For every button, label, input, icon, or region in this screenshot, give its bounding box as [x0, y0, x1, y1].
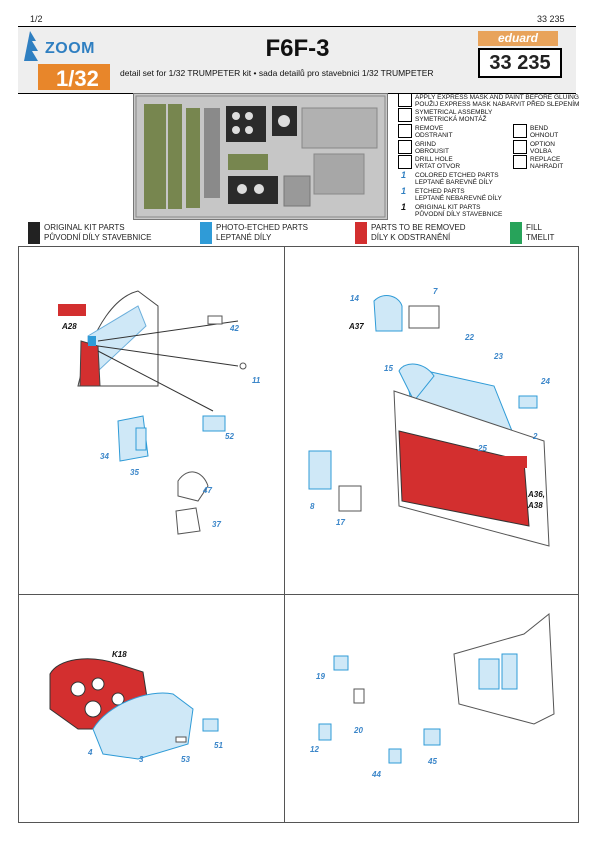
part-8: 8 — [310, 502, 315, 511]
part-23: 23 — [494, 352, 503, 361]
page-title: F6F-3 — [265, 35, 330, 62]
part-17: 17 — [336, 518, 345, 527]
kit-part-icon: 1 — [401, 202, 407, 212]
fill-swatch — [510, 222, 522, 244]
bar-kit-parts: ORIGINAL KIT PARTS PŮVODNÍ DÍLY STAVEBNI… — [28, 222, 188, 244]
zoom-word: ZOOM — [45, 40, 95, 57]
option-icon — [513, 140, 527, 154]
panel-3-drawing — [49, 658, 219, 760]
panel-1-drawing — [58, 290, 247, 535]
bar-fill: FILL TMELIT — [510, 222, 570, 244]
part-52: 52 — [225, 432, 234, 441]
part-24: 24 — [541, 377, 550, 386]
part-20: 20 — [354, 726, 363, 735]
set-code: 33 235 — [478, 48, 562, 78]
part-k18: K18 — [112, 650, 127, 659]
legend-original: ORIGINAL KIT PARTS PŮVODNÍ DÍLY STAVEBNI… — [415, 204, 503, 218]
bar-fill-label: FILL TMELIT — [526, 223, 555, 242]
kit-swatch — [28, 222, 40, 244]
panel-4-drawing — [318, 612, 555, 764]
legend-bend: BEND OHNOUT — [530, 125, 559, 139]
panel-3 — [18, 594, 284, 823]
pe-swatch — [200, 222, 212, 244]
part-51: 51 — [214, 741, 223, 750]
part-12: 12 — [310, 745, 319, 754]
bar-pe-label: PHOTO-ETCHED PARTS LEPTANÉ DÍLY — [216, 223, 309, 242]
part-19: 19 — [316, 672, 325, 681]
colored-part-icon: 1 — [401, 170, 407, 180]
part-35: 35 — [130, 468, 139, 477]
set-code-top: 33 235 — [537, 14, 565, 24]
part-14: 14 — [350, 294, 359, 303]
legend-option: OPTION VOLBA — [530, 141, 555, 155]
part-44: 44 — [372, 770, 381, 779]
part-34: 34 — [100, 452, 109, 461]
bar-kit-label: ORIGINAL KIT PARTS PŮVODNÍ DÍLY STAVEBNI… — [44, 223, 152, 242]
scale-label: 1/32 — [56, 66, 99, 91]
part-45: 45 — [428, 757, 437, 766]
grind-icon — [398, 140, 412, 154]
part-7: 7 — [433, 287, 438, 296]
bar-remove-parts: PARTS TO BE REMOVED DÍLY K ODSTRANĚNÍ — [355, 222, 500, 244]
legend-colored: COLORED ETCHED PARTS LEPTANÉ BAREVNÉ DÍL… — [415, 172, 499, 186]
part-42: 42 — [230, 324, 239, 333]
legend-mask: APPLY EXPRESS MASK AND PAINT BEFORE GLUI… — [415, 94, 580, 108]
part-a37: A37 — [349, 322, 364, 331]
eduard-logo: eduard — [478, 31, 558, 46]
panel-1 — [18, 246, 284, 595]
legend-remove: REMOVE ODSTRANIT — [415, 125, 453, 139]
part-47: 47 — [203, 486, 212, 495]
legend: APPLY EXPRESS MASK AND PAINT BEFORE GLUI… — [398, 93, 580, 218]
part-11: 11 — [252, 376, 261, 385]
subtitle: detail set for 1/32 TRUMPETER kit • sada… — [120, 68, 434, 78]
part-53: 53 — [181, 755, 190, 764]
panel-2 — [284, 246, 579, 595]
part-25: 25 — [478, 444, 487, 453]
bend-icon — [513, 124, 527, 138]
fret-image — [133, 93, 388, 220]
legend-etched: ETCHED PARTS LEPTANÉ NEBAREVNÉ DÍLY — [415, 188, 502, 202]
page-number: 1/2 — [30, 14, 43, 24]
bar-remove-label: PARTS TO BE REMOVED DÍLY K ODSTRANĚNÍ — [371, 223, 466, 242]
panel-2-drawing — [308, 295, 550, 547]
part-a36: A36, — [528, 490, 545, 499]
legend-drill: DRILL HOLE VRTAT OTVOR — [415, 156, 461, 170]
paint-mask-icon — [398, 93, 412, 107]
legend-sym: SYMETRICAL ASSEMBLY SYMETRICKÁ MONTÁŽ — [415, 109, 493, 123]
drill-icon — [398, 155, 412, 169]
etched-part-icon: 1 — [401, 186, 407, 196]
part-a28: A28 — [62, 322, 77, 331]
part-a38: A38 — [528, 501, 543, 510]
replace-icon — [513, 155, 527, 169]
legend-replace: REPLACE NAHRADIT — [530, 156, 564, 170]
remove-swatch — [355, 222, 367, 244]
part-22: 22 — [465, 333, 474, 342]
remove-icon — [398, 124, 412, 138]
zoom-logo — [20, 27, 115, 91]
legend-grind: GRIND OBROUSIT — [415, 141, 449, 155]
symmetric-icon — [398, 108, 412, 122]
part-15: 15 — [384, 364, 393, 373]
part-2: 2 — [533, 432, 538, 441]
part-37: 37 — [212, 520, 221, 529]
part-3: 3 — [139, 755, 144, 764]
bar-pe-parts: PHOTO-ETCHED PARTS LEPTANÉ DÍLY — [200, 222, 345, 244]
part-4: 4 — [88, 748, 93, 757]
panel-4 — [284, 594, 579, 823]
